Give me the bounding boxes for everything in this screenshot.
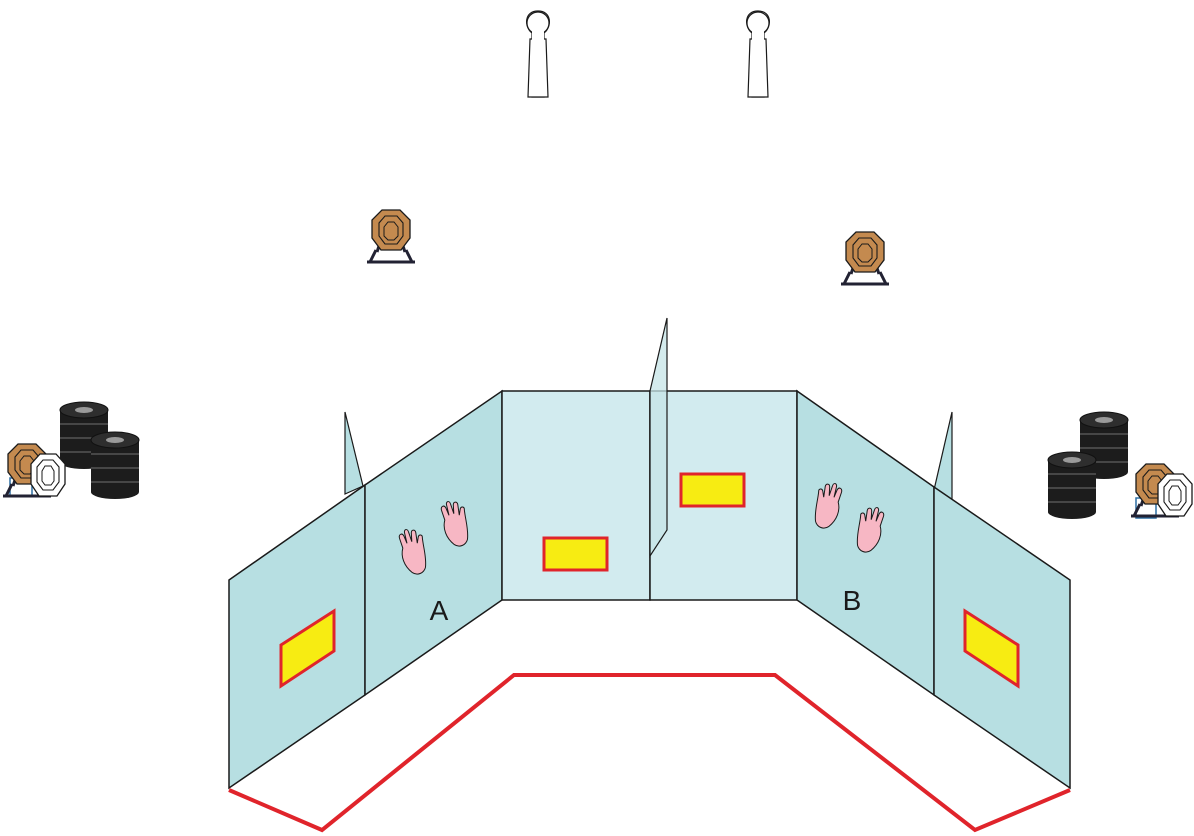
steel-target-icon (365, 208, 417, 264)
wall-panel-left (364, 389, 503, 697)
shooting-window-icon (679, 472, 746, 508)
fault-line (228, 673, 1071, 833)
shooting-window-icon (542, 536, 609, 572)
barrel-stack-icon (90, 431, 140, 500)
wall-fin-center (649, 317, 668, 559)
steel-target-icon (839, 230, 891, 286)
no-shoot-target-icon (30, 453, 66, 497)
wall-fin-right (933, 411, 953, 502)
no-shoot-target-icon (1157, 473, 1193, 517)
shooting-window-icon (279, 608, 336, 689)
barrel-stack-icon (1047, 451, 1097, 520)
popper-target-icon (745, 10, 771, 98)
popper-target-icon (525, 10, 551, 98)
right-target-cluster (1047, 411, 1193, 520)
wall-fin-left (344, 411, 364, 495)
left-target-cluster (1, 401, 140, 500)
position-label-b: B (843, 585, 862, 616)
position-label-a: A (430, 595, 449, 626)
shooting-window-icon (963, 608, 1020, 689)
